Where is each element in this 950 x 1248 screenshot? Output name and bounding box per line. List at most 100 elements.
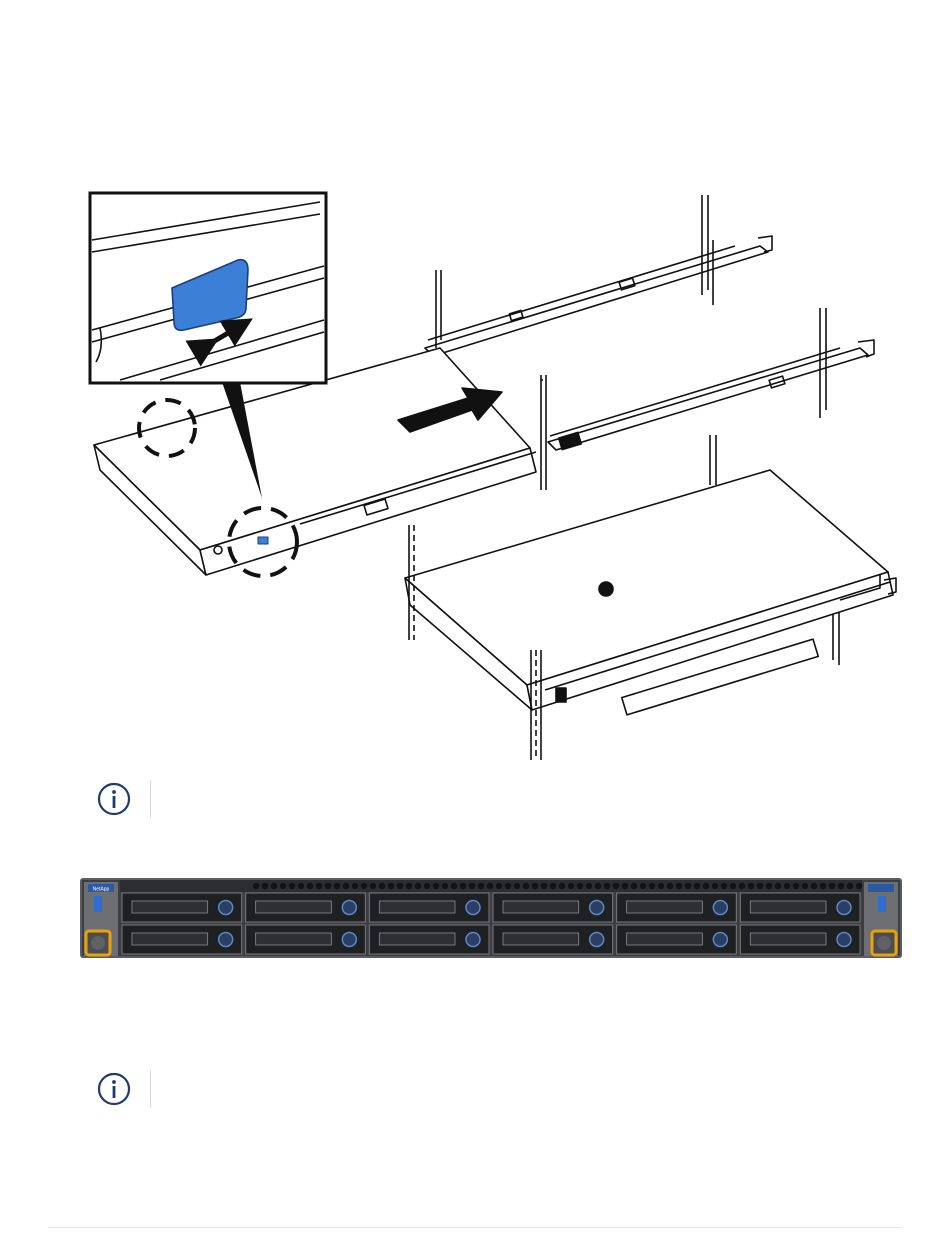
vent-hole [568,883,574,889]
vent-hole [343,883,349,889]
vent-hole [577,883,583,889]
vent-hole [379,883,385,889]
vent-hole [559,883,565,889]
vent-hole [460,883,466,889]
vent-hole [505,883,511,889]
drive-bay [122,893,242,922]
drive-bay [617,925,737,954]
vent-hole [640,883,646,889]
vent-hole [649,883,655,889]
drive-release-button [219,901,233,915]
info-icon [96,781,132,817]
drive-release-button [837,901,851,915]
vent-hole [586,883,592,889]
vent-hole [406,883,412,889]
vent-hole [262,883,268,889]
vent-hole [604,883,610,889]
vent-hole [694,883,700,889]
brand-badge-right [868,884,894,892]
vent-hole [523,883,529,889]
vent-hole [532,883,538,889]
vent-hole [424,883,430,889]
vent-hole [667,883,673,889]
vent-hole [271,883,277,889]
vent-hole [739,883,745,889]
server-installed [405,470,896,715]
drive-bay [493,893,613,922]
drive-release-button [713,933,727,947]
drive-release-button [837,933,851,947]
vent-hole [622,883,628,889]
vent-hole [253,883,259,889]
note-block [96,1069,856,1109]
vent-hole [325,883,331,889]
vent-hole [307,883,313,889]
vent-hole [721,883,727,889]
usb-port-left [94,896,102,912]
vent-hole [388,883,394,889]
vent-hole [847,883,853,889]
vent-hole [658,883,664,889]
drive-release-button [342,933,356,947]
vent-hole [730,883,736,889]
vent-hole [802,883,808,889]
vent-hole [838,883,844,889]
vent-hole [541,883,547,889]
vent-hole [775,883,781,889]
drive-bay [740,893,860,922]
drive-bay [493,925,613,954]
vent-hole [757,883,763,889]
vent-hole [514,883,520,889]
vent-hole [703,883,709,889]
vent-hole [361,883,367,889]
vent-hole [631,883,637,889]
callout-magnified-view [90,193,326,383]
drive-bay [122,925,242,954]
info-icon [96,1071,132,1107]
vent-hole [856,883,862,889]
vent-hole [595,883,601,889]
vent-hole [811,883,817,889]
release-tab-small [258,537,268,544]
drive-bay [369,925,489,954]
vent-hole [442,883,448,889]
drive-release-button [466,901,480,915]
vent-hole [433,883,439,889]
upper-rail [425,236,772,356]
note-divider [150,1070,151,1108]
note-divider [150,780,151,818]
rack-post-front-middle [541,375,546,490]
vent-hole [415,883,421,889]
vent-hole [316,883,322,889]
vent-hole [496,883,502,889]
vent-hole [298,883,304,889]
brand-badge-left-label: NetApp [93,887,110,893]
footer-divider [48,1227,902,1228]
vent-hole [289,883,295,889]
drive-release-button [466,933,480,947]
drive-bay [617,893,737,922]
vent-hole [793,883,799,889]
vent-hole [784,883,790,889]
vent-hole [748,883,754,889]
drive-bay [369,893,489,922]
vent-hole [397,883,403,889]
drive-bay [740,925,860,954]
vent-hole [550,883,556,889]
vent-hole [613,883,619,889]
drive-release-button [590,901,604,915]
vent-hole [766,883,772,889]
vent-hole [685,883,691,889]
rail-installation-figure [0,180,950,770]
middle-rail [548,340,874,450]
vent-hole [469,883,475,889]
drive-release-button [713,901,727,915]
vent-hole [487,883,493,889]
vent-hole [370,883,376,889]
drive-bay [246,893,366,922]
vent-hole [352,883,358,889]
drive-release-button [342,901,356,915]
note-block [96,779,856,819]
vent-hole [676,883,682,889]
vent-hole [820,883,826,889]
